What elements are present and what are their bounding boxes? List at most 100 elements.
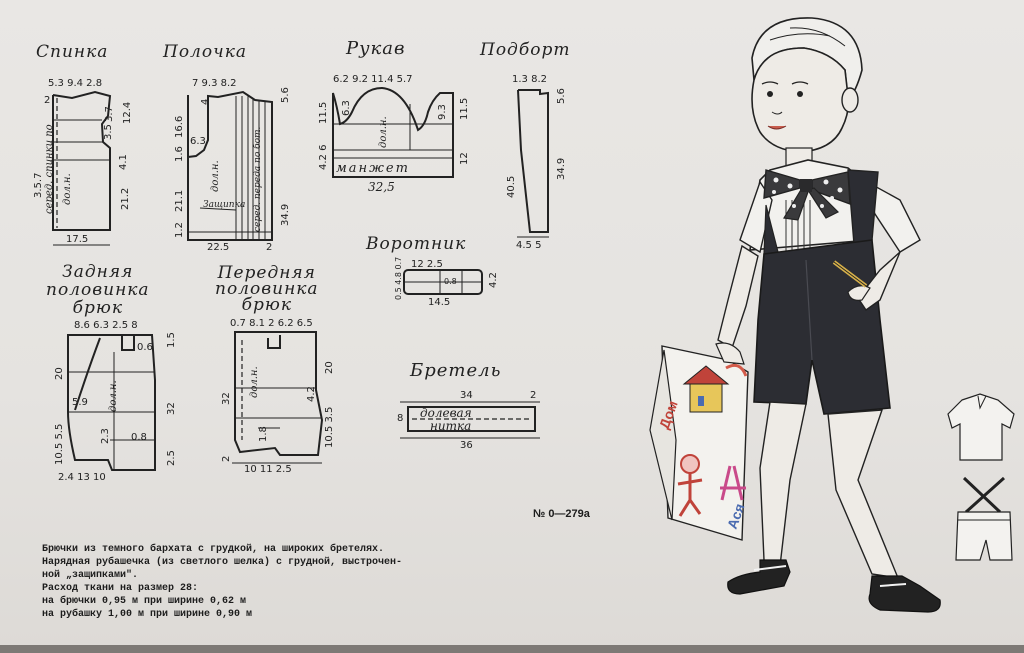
back-trousers-dim-d: 2.3 bbox=[100, 428, 111, 444]
strap-top-dim: 34 bbox=[460, 390, 473, 401]
title-back: Спинка bbox=[36, 42, 109, 62]
title-collar: Воротник bbox=[366, 234, 467, 254]
facing-dim-a: 5.6 bbox=[556, 88, 567, 104]
back-top-dims: 5.3 9.4 2.8 bbox=[48, 78, 103, 89]
front-trousers-right1: 20 bbox=[324, 361, 335, 374]
title-front: Полочка bbox=[163, 42, 247, 62]
back-trousers-dim-b: 1.5 bbox=[166, 332, 177, 348]
back-piece bbox=[52, 90, 112, 246]
front-trousers-left2: 2 bbox=[221, 455, 232, 462]
front-dim-c: 5.6 bbox=[280, 87, 291, 103]
sleeve-piece bbox=[332, 86, 454, 178]
front-trousers-top-dims: 0.7 8.1 2 6.2 6.5 bbox=[230, 318, 313, 329]
front-small-dim: 1.2 bbox=[174, 222, 185, 238]
back-dim-d: 3.5 bbox=[103, 124, 114, 140]
back-trousers-dim-e: 0.8 bbox=[131, 432, 147, 443]
back-trousers-grain: дол.н. bbox=[108, 380, 119, 412]
front-trousers-right2: 10.5 3.5 bbox=[324, 406, 335, 448]
sleeve-grain-label: дол.н. bbox=[378, 116, 389, 148]
front-top-dims: 7 9.3 8.2 bbox=[192, 78, 237, 89]
sleeve-bottom-dim: 32,5 bbox=[368, 180, 395, 194]
back-grain-label: дол.н. bbox=[62, 173, 73, 205]
back-dim-a: 2 bbox=[44, 95, 51, 106]
collar-piece bbox=[403, 269, 483, 295]
front-dim-a: 4 bbox=[200, 98, 211, 105]
front-trousers-left1: 32 bbox=[221, 392, 232, 405]
description-line: Расход ткани на размер 28: bbox=[42, 583, 199, 594]
back-right-dim: 21.2 bbox=[120, 187, 131, 210]
back-trousers-bottom: 2.4 13 10 bbox=[58, 472, 106, 483]
back-trousers-right2: 2.5 bbox=[166, 450, 177, 466]
front-dim-b: 6.3 bbox=[190, 136, 206, 147]
facing-right-dim: 34.9 bbox=[556, 157, 567, 180]
sleeve-right2: 12 bbox=[459, 152, 470, 165]
back-trousers-left2: 10.5 5.5 bbox=[54, 423, 65, 465]
thumbnail-trousers bbox=[955, 476, 1013, 561]
description-block: Брючки из темного бархата с грудкой, на … bbox=[42, 543, 402, 621]
boy-illustration: Дом Ася bbox=[649, 17, 1015, 613]
front-left-low: 21.1 bbox=[174, 189, 185, 212]
back-trousers-dim-c: 5.9 bbox=[72, 397, 88, 408]
back-dim-b: 3.7 bbox=[104, 106, 115, 122]
sleeve-dim-b: 9.3 bbox=[437, 104, 448, 120]
front-trousers-piece bbox=[232, 331, 324, 464]
title-sleeve: Рукав bbox=[346, 38, 406, 59]
strap-bottom-dim: 36 bbox=[460, 440, 473, 451]
facing-top-dims: 1.3 8.2 bbox=[512, 74, 547, 85]
strap-left-dim: 8 bbox=[397, 413, 404, 424]
title-strap: Бретель bbox=[410, 360, 502, 381]
front-bottom-dim2: 2 bbox=[266, 242, 273, 253]
front-trousers-bottom: 10 11 2.5 bbox=[244, 464, 292, 475]
sleeve-left1: 11.5 bbox=[318, 101, 329, 124]
thumbnail-shirt bbox=[947, 393, 1015, 461]
strap-grain-2: нитка bbox=[430, 419, 472, 433]
back-dim-e: 4.1 bbox=[118, 154, 129, 170]
strap-piece bbox=[400, 401, 540, 439]
back-dim-c: 12.4 bbox=[122, 101, 133, 124]
front-pleat-label: Защипка bbox=[203, 200, 246, 210]
back-trousers-right: 32 bbox=[166, 402, 177, 415]
back-trousers-left1: 20 bbox=[54, 367, 65, 380]
facing-piece bbox=[517, 89, 549, 238]
description-line: Нарядная рубашечка (из светлого шелка) с… bbox=[42, 557, 403, 568]
description-line: на рубашку 1,00 м при ширине 0,90 м bbox=[42, 609, 253, 620]
collar-top-dims: 12 2.5 bbox=[411, 259, 443, 270]
sleeve-top-dims: 6.2 9.2 11.4 5.7 bbox=[333, 74, 413, 85]
strap-dim-a: 2 bbox=[530, 390, 537, 401]
back-bottom-dim: 17.5 bbox=[66, 234, 89, 245]
front-left-top: 16.6 bbox=[174, 115, 185, 138]
front-bottom-dim: 22.5 bbox=[207, 242, 230, 253]
back-trousers-top-dims: 8.6 6.3 2.5 8 bbox=[74, 320, 138, 331]
collar-bottom-dim: 14.5 bbox=[428, 297, 451, 308]
catalog-number: № 0—279а bbox=[533, 508, 590, 520]
collar-mid-dim: 0.8 bbox=[444, 277, 457, 286]
facing-left-dim: 40.5 bbox=[506, 175, 517, 198]
front-trousers-grain: дол.н. bbox=[249, 366, 260, 398]
facing-bottom-dim: 4.5 5 bbox=[516, 240, 542, 251]
front-trousers-dim-b: 4.2 bbox=[306, 386, 317, 402]
collar-left-dims: 0.5 4.8 0.7 bbox=[394, 256, 403, 300]
description-line: Брючки из темного бархата с грудкой, на … bbox=[42, 544, 385, 555]
strap-grain-1: долевая bbox=[420, 406, 472, 420]
sleeve-right1: 11.5 bbox=[459, 97, 470, 120]
front-piece bbox=[187, 90, 273, 241]
collar-right-dim: 4.2 bbox=[488, 272, 499, 288]
front-left-mid: 1.6 bbox=[174, 146, 185, 162]
description-line: ной „защипками". bbox=[42, 570, 139, 581]
back-left-dim: 3.5.7 bbox=[33, 172, 44, 198]
front-grain-label: дол.н. bbox=[210, 160, 221, 192]
back-trousers-dim-a: 0.6 bbox=[137, 342, 153, 353]
sleeve-cuff-label: манжет bbox=[336, 161, 410, 176]
sleeve-left2: 4.2 6 bbox=[318, 144, 329, 170]
description-line: на брючки 0,95 м при ширине 0,62 м bbox=[42, 596, 247, 607]
front-trousers-dim-a: 1.8 bbox=[258, 426, 269, 442]
title-facing: Подборт bbox=[480, 40, 571, 60]
back-fold-label: серед. спинки по bbox=[44, 124, 55, 214]
sleeve-dim-a: 6.3 bbox=[341, 100, 352, 116]
front-right-dim: 34.9 bbox=[280, 203, 291, 226]
front-center-label: серед. переда по бот. bbox=[253, 126, 263, 232]
